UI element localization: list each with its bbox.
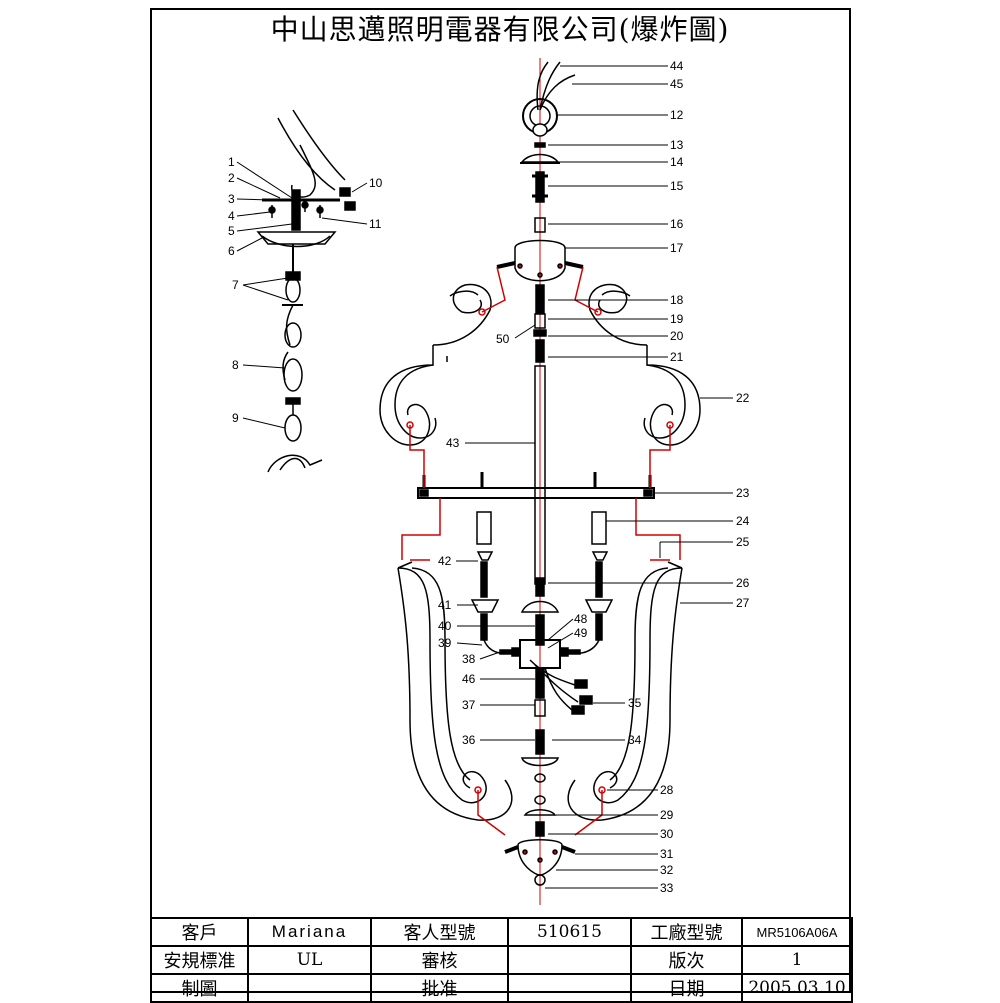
callout-label: 2 xyxy=(228,171,235,185)
callout-label: 3 xyxy=(228,192,235,206)
callout-label: 24 xyxy=(736,514,750,528)
customer-label: 客戶 xyxy=(150,917,249,947)
customer-value: Mariana xyxy=(247,917,372,947)
factory-model-label: 工廠型號 xyxy=(630,917,743,947)
callout-label: 32 xyxy=(660,863,674,877)
callout-label: 7 xyxy=(232,278,239,292)
title-block-row: 制圖 批准 日期 2005.03.10 xyxy=(150,973,853,1003)
callout-label: 10 xyxy=(369,176,383,190)
callout-label: 30 xyxy=(660,827,674,841)
callout-label: 20 xyxy=(670,329,684,343)
callout-label: 13 xyxy=(670,138,684,152)
callout-label: 15 xyxy=(670,179,684,193)
main-leaders xyxy=(456,65,733,889)
callout-label: 17 xyxy=(670,241,684,255)
callout-label: 21 xyxy=(670,350,684,364)
date-value: 2005.03.10 xyxy=(741,973,853,1003)
callout-label: 41 xyxy=(438,598,452,612)
callout-label: 33 xyxy=(660,881,674,895)
callout-label: 46 xyxy=(462,672,476,686)
callout-label: 36 xyxy=(462,733,476,747)
drawn-value xyxy=(247,973,372,1003)
main-labels: 44 45 12 13 14 15 16 17 18 19 50 20 21 2… xyxy=(438,59,750,895)
callout-label: 34 xyxy=(628,733,642,747)
callout-label: 44 xyxy=(670,59,684,73)
callout-label: 27 xyxy=(736,596,750,610)
title-block-row: 客戶 Mariana 客人型號 510615 工廠型號 MR5106A06A xyxy=(150,917,853,947)
callout-label: 45 xyxy=(670,77,684,91)
approve-value xyxy=(507,973,632,1003)
approve-label: 批准 xyxy=(370,973,509,1003)
callout-label: 5 xyxy=(228,224,235,238)
canopy-detail xyxy=(256,109,356,473)
callout-label: 4 xyxy=(228,209,235,223)
callout-label: 12 xyxy=(670,108,684,122)
callout-label: 19 xyxy=(670,312,684,326)
standard-value: UL xyxy=(247,945,372,975)
callout-label: 39 xyxy=(438,636,452,650)
callout-label: 35 xyxy=(628,696,642,710)
callout-label: 40 xyxy=(438,619,452,633)
callout-label: 23 xyxy=(736,486,750,500)
version-label: 版次 xyxy=(630,945,743,975)
title-block-row: 安規標准 UL 審核 版次 1 xyxy=(150,945,853,975)
callout-label: 9 xyxy=(232,411,239,425)
callout-label: 18 xyxy=(670,293,684,307)
title-block: 客戶 Mariana 客人型號 510615 工廠型號 MR5106A06A 安… xyxy=(150,917,853,1003)
review-value xyxy=(507,945,632,975)
version-value: 1 xyxy=(741,945,853,975)
callout-label: 6 xyxy=(228,244,235,258)
callout-label: 31 xyxy=(660,847,674,861)
callout-label: 49 xyxy=(574,626,588,640)
callout-label: 37 xyxy=(462,698,476,712)
callout-label: 42 xyxy=(438,554,452,568)
left-labels: 1 2 3 4 5 6 7 8 9 10 11 xyxy=(228,155,383,425)
callout-label: 29 xyxy=(660,808,674,822)
callout-label: 22 xyxy=(736,391,750,405)
callout-label: 16 xyxy=(670,217,684,231)
review-label: 審核 xyxy=(370,945,509,975)
page-title: 中山思邁照明電器有限公司(爆炸圖) xyxy=(270,13,730,46)
callout-label: 25 xyxy=(736,535,750,549)
customer-model-value: 510615 xyxy=(507,917,632,947)
callout-label: 43 xyxy=(446,436,460,450)
customer-model-label: 客人型號 xyxy=(370,917,509,947)
callout-label: 1 xyxy=(228,155,235,169)
drawn-label: 制圖 xyxy=(150,973,249,1003)
chandelier-body xyxy=(379,61,701,886)
callout-label: 38 xyxy=(462,652,476,666)
callout-label: 8 xyxy=(232,358,239,372)
left-leaders xyxy=(236,161,368,429)
factory-model-value: MR5106A06A xyxy=(741,917,853,947)
callout-label: 11 xyxy=(369,217,382,231)
callout-label: 14 xyxy=(670,155,684,169)
callout-label: 26 xyxy=(736,576,750,590)
callout-label: 50 xyxy=(496,332,510,346)
date-label: 日期 xyxy=(630,973,743,1003)
callout-label: 48 xyxy=(574,612,588,626)
standard-label: 安規標准 xyxy=(150,945,249,975)
callout-label: 28 xyxy=(660,783,674,797)
